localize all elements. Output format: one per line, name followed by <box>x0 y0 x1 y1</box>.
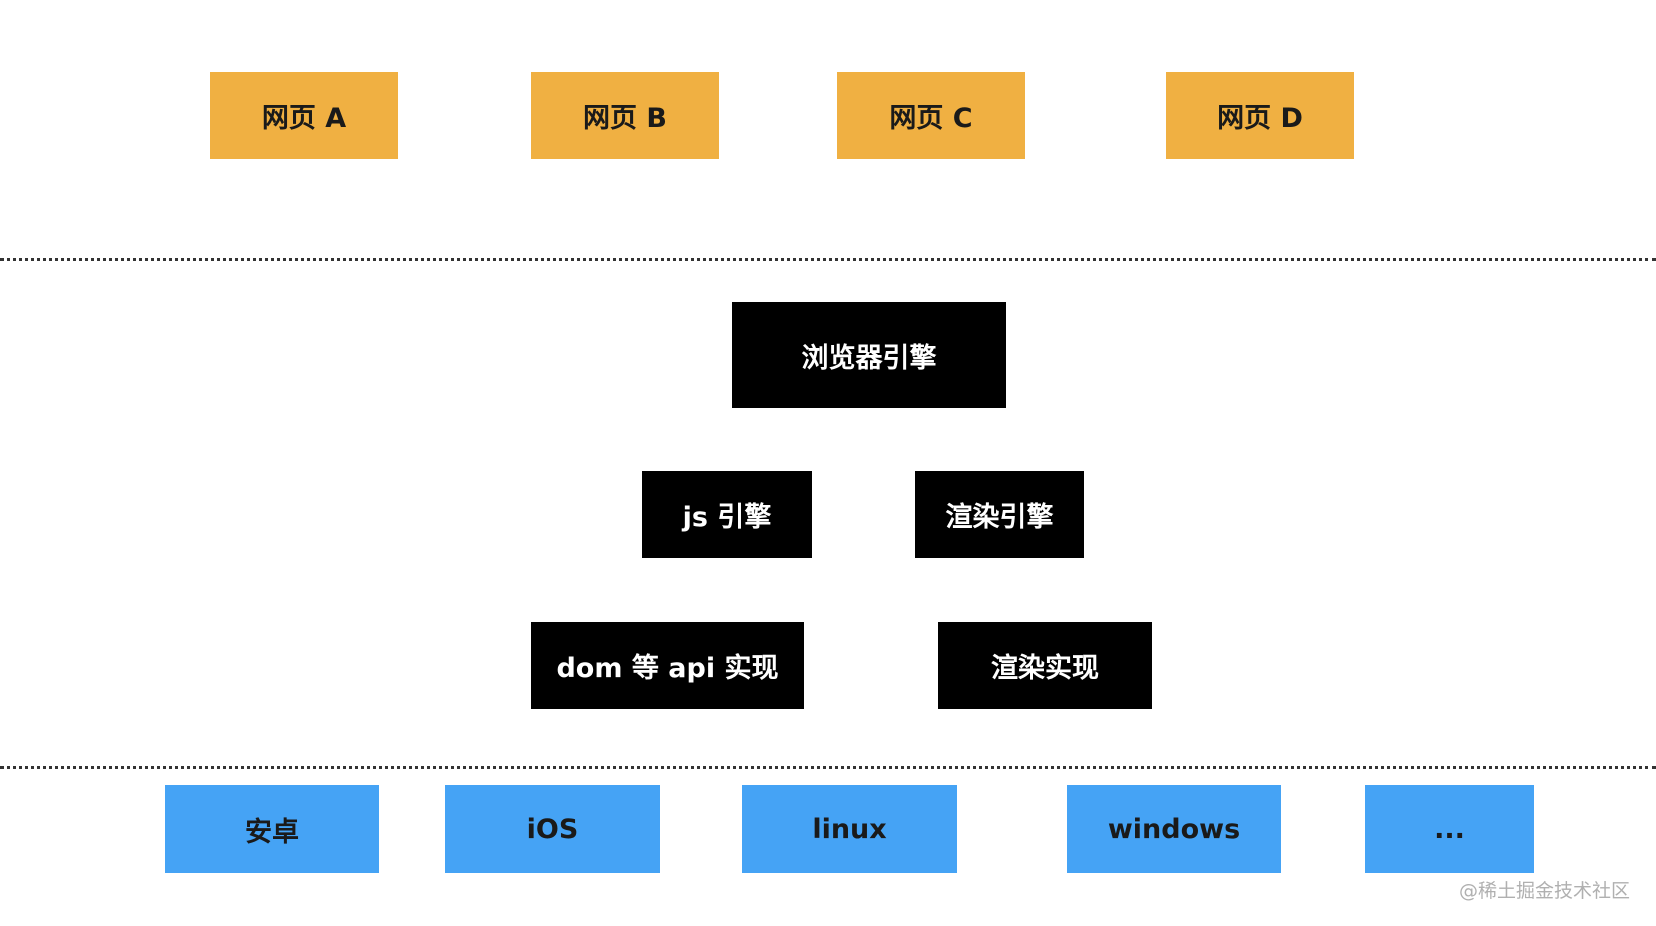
webpage-b-box: 网页 B <box>531 72 719 159</box>
platform-android-label: 安卓 <box>245 816 299 848</box>
dom-api-impl-box: dom 等 api 实现 <box>531 622 804 709</box>
platform-ios-box: iOS <box>445 785 660 873</box>
dom-api-impl-label: dom 等 api 实现 <box>556 653 779 684</box>
render-impl-label: 渲染实现 <box>991 653 1099 684</box>
platform-ios-label: iOS <box>526 813 579 845</box>
render-engine-box: 渲染引擎 <box>915 471 1084 558</box>
webpage-c-box: 网页 C <box>837 72 1025 159</box>
platform-linux-box: linux <box>742 785 957 873</box>
webpage-d-box: 网页 D <box>1166 72 1354 159</box>
js-engine-label: js 引擎 <box>682 502 772 533</box>
webpage-b-label: 网页 B <box>583 103 667 134</box>
lower-divider <box>0 766 1656 769</box>
platform-more-label: ... <box>1434 813 1465 845</box>
platform-more-box: ... <box>1365 785 1534 873</box>
webpage-d-label: 网页 D <box>1217 103 1303 134</box>
platform-android-box: 安卓 <box>165 785 379 873</box>
webpage-c-label: 网页 C <box>889 103 973 134</box>
upper-divider <box>0 258 1656 261</box>
platform-linux-label: linux <box>812 813 887 845</box>
js-engine-box: js 引擎 <box>642 471 812 558</box>
webpage-a-label: 网页 A <box>261 103 347 134</box>
platform-windows-label: windows <box>1107 813 1241 845</box>
platform-windows-box: windows <box>1067 785 1281 873</box>
browser-engine-box: 浏览器引擎 <box>732 302 1006 408</box>
webpage-a-box: 网页 A <box>210 72 398 159</box>
render-impl-box: 渲染实现 <box>938 622 1152 709</box>
render-engine-label: 渲染引擎 <box>945 502 1054 533</box>
browser-engine-label: 浏览器引擎 <box>801 342 937 374</box>
watermark-text: @稀土掘金技术社区 <box>1458 880 1630 902</box>
